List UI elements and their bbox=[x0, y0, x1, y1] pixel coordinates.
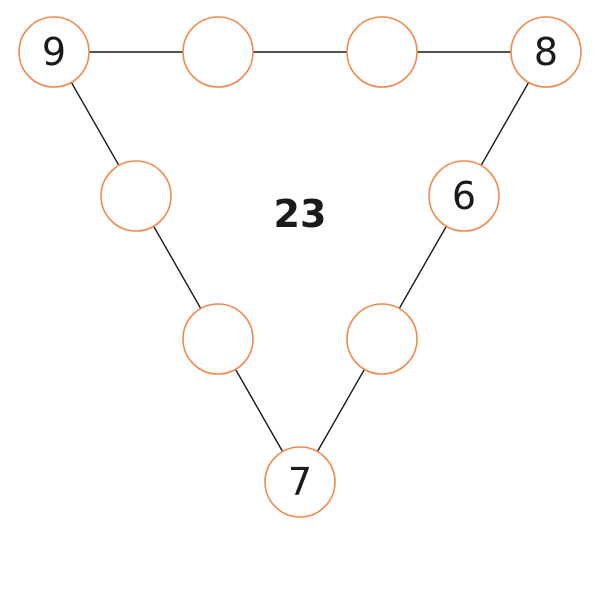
node-right-upper[interactable]: 6 bbox=[428, 160, 500, 232]
node-value: 7 bbox=[288, 460, 312, 504]
node-top-left-corner[interactable]: 9 bbox=[18, 16, 90, 88]
node-circle bbox=[18, 16, 90, 88]
node-circle bbox=[264, 446, 336, 518]
node-value: 6 bbox=[452, 174, 476, 218]
node-left-upper[interactable] bbox=[100, 160, 172, 232]
right-edge bbox=[299, 51, 547, 483]
node-circle bbox=[510, 16, 582, 88]
node-circle bbox=[346, 16, 418, 88]
node-circle bbox=[100, 160, 172, 232]
node-left-lower[interactable] bbox=[182, 303, 254, 375]
node-value: 9 bbox=[42, 30, 66, 74]
node-circle bbox=[428, 160, 500, 232]
node-value: 8 bbox=[534, 30, 558, 74]
node-top-right-corner[interactable]: 8 bbox=[510, 16, 582, 88]
target-sum: 23 bbox=[274, 192, 327, 236]
node-circle bbox=[182, 303, 254, 375]
left-edge bbox=[53, 51, 301, 483]
node-circle bbox=[346, 303, 418, 375]
node-bottom-corner[interactable]: 7 bbox=[264, 446, 336, 518]
node-right-lower[interactable] bbox=[346, 303, 418, 375]
node-circle bbox=[182, 16, 254, 88]
node-top-mid-left[interactable] bbox=[182, 16, 254, 88]
triangle-nodes: 9 8 6 7 bbox=[18, 16, 582, 518]
triangle-edges bbox=[53, 51, 547, 483]
node-top-mid-right[interactable] bbox=[346, 16, 418, 88]
